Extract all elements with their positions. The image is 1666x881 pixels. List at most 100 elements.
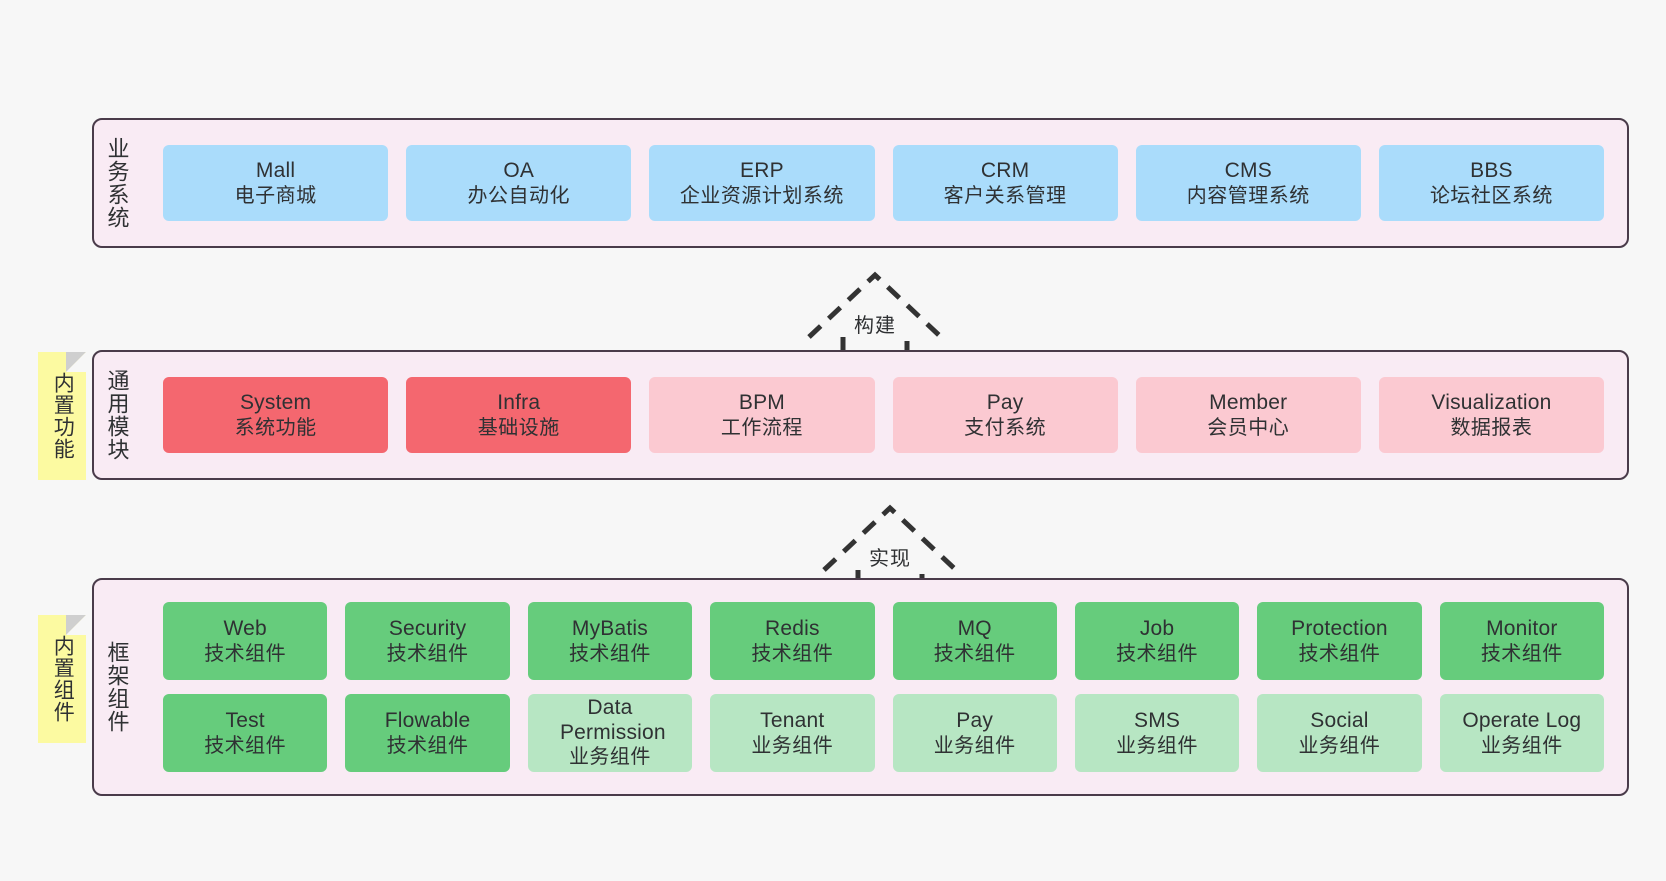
card-title-en: Tenant [760, 709, 825, 732]
card-monitor[interactable]: Monitor 技术组件 [1439, 602, 1604, 680]
card-title-zh: 内容管理系统 [1186, 184, 1310, 207]
card-bbs[interactable]: BBS 论坛社区系统 [1378, 145, 1605, 221]
layer-business-system-body: Mall 电子商城 OA 办公自动化 ERP 企业资源计划系统 CRM 客户关系… [140, 120, 1627, 246]
card-erp[interactable]: ERP 企业资源计划系统 [649, 145, 875, 221]
arrow-head-path [807, 271, 943, 339]
card-mall[interactable]: Mall 电子商城 [163, 145, 389, 221]
card-title-zh: 系统功能 [234, 416, 317, 439]
card-test[interactable]: Test 技术组件 [163, 694, 328, 772]
card-redis[interactable]: Redis 技术组件 [710, 602, 875, 680]
card-title-zh: 技术组件 [1480, 642, 1563, 665]
card-title-zh: 技术组件 [386, 734, 469, 757]
card-title-zh: 数据报表 [1450, 416, 1533, 439]
card-title-zh: 工作流程 [720, 416, 803, 439]
card-mq[interactable]: MQ 技术组件 [892, 602, 1057, 680]
card-title-zh: 会员中心 [1207, 416, 1290, 439]
card-web[interactable]: Web 技术组件 [163, 602, 328, 680]
card-member[interactable]: Member 会员中心 [1135, 377, 1361, 453]
card-crm[interactable]: CRM 客户关系管理 [892, 145, 1118, 221]
card-oa[interactable]: OA 办公自动化 [406, 145, 632, 221]
card-title-en: Member [1209, 391, 1288, 414]
layer-framework-components-body: Web 技术组件 Security 技术组件 MyBatis 技术组件 Redi… [140, 580, 1627, 794]
card-title-zh: 支付系统 [964, 416, 1047, 439]
card-title-en: ERP [740, 159, 784, 182]
card-title-en: Operate Log [1462, 709, 1582, 732]
card-title-en: BPM [738, 391, 785, 414]
card-title-en: Redis [764, 617, 820, 640]
card-protection[interactable]: Protection 技术组件 [1257, 602, 1422, 680]
card-title-zh: 业务组件 [1116, 734, 1199, 757]
layer-business-system-title: 业务系统 [104, 137, 130, 229]
card-operate-log[interactable]: Operate Log 业务组件 [1439, 694, 1604, 772]
card-title-en: Job [1139, 617, 1175, 640]
card-social[interactable]: Social 业务组件 [1257, 694, 1422, 772]
card-row: System 系统功能 Infra 基础设施 BPM 工作流程 Pay 支付系统… [154, 377, 1613, 453]
arrow-head-path [822, 504, 958, 572]
card-title-zh: 业务组件 [568, 746, 651, 769]
card-title-zh: 企业资源计划系统 [679, 184, 844, 207]
card-bpm[interactable]: BPM 工作流程 [649, 377, 875, 453]
card-row-business: Test 技术组件 Flowable 技术组件 Data Permission … [154, 694, 1613, 772]
card-title-zh: 业务组件 [1480, 734, 1563, 757]
card-sms[interactable]: SMS 业务组件 [1074, 694, 1240, 772]
card-title-en: Web [223, 617, 267, 640]
card-title-zh: 基础设施 [477, 416, 560, 439]
card-title-en: CMS [1224, 159, 1272, 182]
layer-common-module: 通用模块 System 系统功能 Infra 基础设施 BPM 工作流程 Pay… [92, 350, 1629, 480]
card-pay-business[interactable]: Pay 业务组件 [892, 694, 1057, 772]
card-title-zh: 办公自动化 [467, 184, 570, 207]
card-title-en: Pay [986, 391, 1024, 414]
card-pay[interactable]: Pay 支付系统 [892, 377, 1118, 453]
note-builtin-function: 内置功能 [38, 352, 86, 480]
note-builtin-component-label: 内置组件 [51, 635, 75, 723]
card-title-en: MyBatis [571, 617, 648, 640]
card-title-zh: 技术组件 [204, 642, 287, 665]
card-cms[interactable]: CMS 内容管理系统 [1135, 145, 1361, 221]
arrow-implement-label: 实现 [869, 548, 911, 570]
card-title-zh: 论坛社区系统 [1429, 184, 1553, 207]
card-infra[interactable]: Infra 基础设施 [406, 377, 632, 453]
card-title-en: OA [503, 159, 535, 182]
card-title-zh: 技术组件 [1116, 642, 1199, 665]
layer-framework-components: 框架组件 Web 技术组件 Security 技术组件 MyBatis 技术组件… [92, 578, 1629, 796]
card-title-en: Visualization [1431, 391, 1552, 414]
layer-business-system: 业务系统 Mall 电子商城 OA 办公自动化 ERP 企业资源计划系统 CRM… [92, 118, 1629, 248]
card-title-zh: 技术组件 [1298, 642, 1381, 665]
card-title-zh: 电子商城 [234, 184, 317, 207]
layer-framework-components-title: 框架组件 [104, 641, 130, 733]
card-title-zh: 业务组件 [933, 734, 1016, 757]
note-builtin-function-label: 内置功能 [51, 372, 75, 460]
card-title-en: Test [225, 709, 265, 732]
card-title-zh: 技术组件 [204, 734, 287, 757]
card-title-en: Infra [497, 391, 541, 414]
card-title-en: Security [388, 617, 467, 640]
card-job[interactable]: Job 技术组件 [1074, 602, 1240, 680]
card-data-permission[interactable]: Data Permission 业务组件 [527, 694, 693, 772]
card-flowable[interactable]: Flowable 技术组件 [345, 694, 510, 772]
card-row-technical: Web 技术组件 Security 技术组件 MyBatis 技术组件 Redi… [154, 602, 1613, 680]
card-title-en: System [239, 391, 312, 414]
card-title-zh: 技术组件 [386, 642, 469, 665]
card-mybatis[interactable]: MyBatis 技术组件 [527, 602, 693, 680]
card-title-en: CRM [980, 159, 1030, 182]
card-title-en: Mall [255, 159, 296, 182]
arrow-build-label: 构建 [854, 315, 896, 337]
card-title-en: Data Permission [559, 696, 666, 744]
card-title-en: BBS [1470, 159, 1513, 182]
card-visualization[interactable]: Visualization 数据报表 [1378, 377, 1605, 453]
card-title-zh: 业务组件 [751, 734, 834, 757]
card-title-zh: 客户关系管理 [943, 184, 1067, 207]
card-title-zh: 业务组件 [1298, 734, 1381, 757]
card-title-en: Pay [956, 709, 994, 732]
layer-common-module-title: 通用模块 [104, 369, 130, 461]
note-builtin-component: 内置组件 [38, 615, 86, 743]
card-title-zh: 技术组件 [933, 642, 1016, 665]
card-security[interactable]: Security 技术组件 [345, 602, 510, 680]
card-title-en: SMS [1134, 709, 1181, 732]
card-title-zh: 技术组件 [568, 642, 651, 665]
card-title-en: Social [1310, 709, 1369, 732]
card-tenant[interactable]: Tenant 业务组件 [710, 694, 875, 772]
layer-common-module-body: System 系统功能 Infra 基础设施 BPM 工作流程 Pay 支付系统… [140, 352, 1627, 478]
card-title-en: MQ [957, 617, 992, 640]
card-system[interactable]: System 系统功能 [163, 377, 389, 453]
